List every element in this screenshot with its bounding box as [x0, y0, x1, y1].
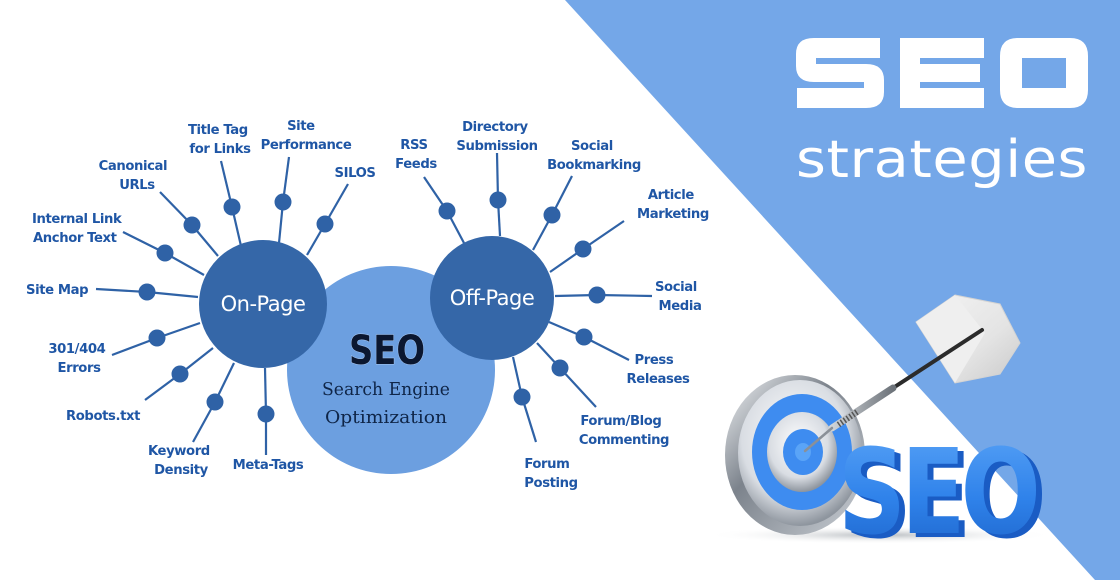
- label-social-bookmarking: Social Bookmarking: [547, 139, 641, 173]
- core-line1: Search Engine: [322, 379, 450, 400]
- seo-3d-letters: SEO SEO: [838, 423, 1049, 565]
- accent-panel: [565, 0, 1120, 580]
- node-dot: [206, 393, 224, 411]
- label-forum-blog-commenting: Forum/Blog Commenting: [579, 414, 669, 448]
- node-dot: [274, 193, 292, 211]
- node-dot: [223, 198, 241, 216]
- node-dot: [588, 286, 606, 304]
- label-social-media: Social Media: [655, 280, 702, 314]
- label-301-404: 301/404 Errors: [48, 342, 109, 376]
- label-internal-link: Internal Link Anchor Text: [32, 212, 126, 246]
- node-dot: [513, 388, 531, 406]
- off-page-labels: RSS Feeds Directory Submission Social Bo…: [395, 120, 709, 491]
- label-keyword-density: Keyword Density: [148, 444, 214, 478]
- on-page-labels: Title Tag for Links Site Performance SIL…: [26, 119, 376, 478]
- core-acronym: SEO: [349, 328, 425, 374]
- node-dot: [138, 283, 156, 301]
- off-page-label: Off-Page: [450, 286, 535, 310]
- title-seo: [796, 38, 1088, 108]
- label-site-map: Site Map: [26, 283, 88, 298]
- title-subtitle: strategies: [796, 130, 1088, 190]
- node-dot: [316, 215, 334, 233]
- core-line2: Optimization: [325, 407, 447, 428]
- node-dot: [257, 405, 275, 423]
- node-dot: [489, 191, 507, 209]
- node-dot: [551, 359, 569, 377]
- node-dot: [438, 202, 456, 220]
- label-rss-feeds: RSS Feeds: [395, 138, 437, 172]
- off-page-nodes: [438, 191, 606, 406]
- dart-target-illustration: SEO SEO: [705, 294, 1055, 565]
- seo-3d-shadow: SEO: [844, 427, 1043, 565]
- label-forum-posting: Forum Posting: [524, 457, 577, 491]
- target-icon: [725, 375, 865, 535]
- node-dot: [575, 328, 593, 346]
- seo-3d-text: SEO: [838, 423, 1037, 561]
- dart-icon: [803, 294, 1021, 453]
- on-page-hub: On-Page: [199, 240, 327, 368]
- label-robots: Robots.txt: [66, 409, 140, 424]
- off-page-hub: Off-Page: [430, 236, 554, 360]
- label-title-tag: Title Tag for Links: [188, 123, 252, 157]
- label-canonical-urls: Canonical URLs: [99, 159, 172, 193]
- label-press-releases: Press Releases: [627, 353, 690, 387]
- label-site-performance: Site Performance: [261, 119, 352, 153]
- node-dot: [156, 244, 174, 262]
- node-dot: [543, 206, 561, 224]
- label-silos: SILOS: [334, 166, 375, 181]
- label-article-marketing: Article Marketing: [637, 188, 709, 222]
- on-page-label: On-Page: [221, 292, 306, 316]
- node-dot: [171, 365, 189, 383]
- node-dot: [574, 240, 592, 258]
- on-page-nodes: [138, 193, 334, 423]
- label-meta-tags: Meta-Tags: [233, 458, 304, 473]
- node-dot: [183, 216, 201, 234]
- label-directory-submission: Directory Submission: [456, 120, 537, 154]
- node-dot: [148, 329, 166, 347]
